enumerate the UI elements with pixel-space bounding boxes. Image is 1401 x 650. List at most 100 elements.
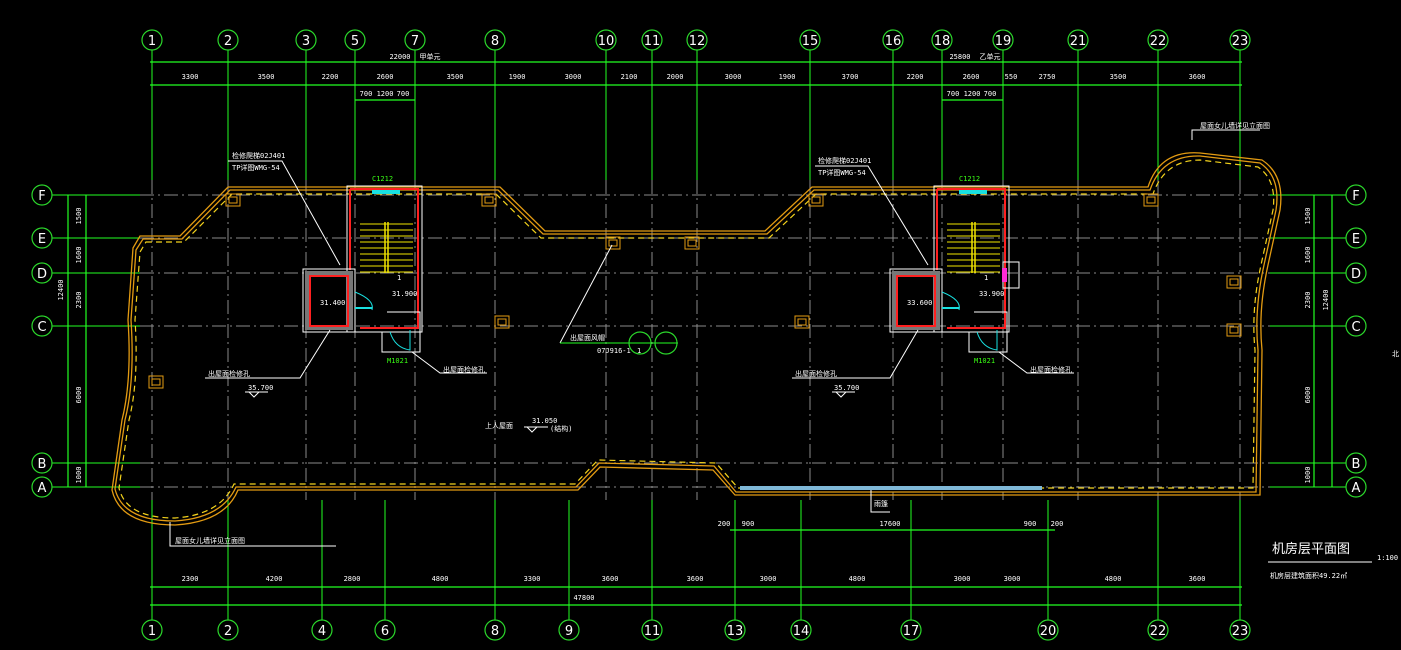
- dim-right-segment: 1600: [1304, 247, 1312, 264]
- grid-bottom-11-bubble: [641, 619, 663, 641]
- drawing-title: 机房层平面图: [1272, 541, 1350, 557]
- grid-right-A-bubble: [1345, 476, 1367, 498]
- grid-top-2-label: 2: [224, 34, 232, 49]
- dim-bottom-total: 47800: [573, 594, 594, 602]
- grid-top-21-label: 21: [1070, 34, 1087, 49]
- dim-top-segment: 1900: [509, 73, 526, 81]
- grid-top-7-bubble: [404, 29, 426, 51]
- grid-bottom-1-bubble: [141, 619, 163, 641]
- door-swing-icon: [354, 291, 373, 311]
- roof-hatch-note-left: 出屋面检修孔: [208, 369, 250, 378]
- roof-drain-icon: [148, 375, 164, 389]
- dim-canopy: 17600: [879, 520, 900, 528]
- building-outline: [111, 152, 1282, 526]
- roof-drain-icon: [1226, 275, 1242, 289]
- grid-top-11-bubble: [641, 29, 663, 51]
- dim-top-segment: 3500: [447, 73, 464, 81]
- dim-stair-left: 700: [360, 90, 373, 98]
- grid-top-11-label: 11: [644, 34, 661, 49]
- roof-drain-icon: [605, 236, 621, 250]
- grid-right-D-bubble: [1345, 262, 1367, 284]
- dim-top-segment: 3600: [1189, 73, 1206, 81]
- grid-bottom-14-label: 14: [793, 624, 810, 639]
- grid-right-B-label: B: [1352, 457, 1361, 472]
- grid-right-A-label: A: [1352, 481, 1361, 496]
- canopy-glass: [740, 486, 1042, 490]
- dim-stair-right: 700: [984, 90, 997, 98]
- elev-level-right: 33.600: [907, 299, 932, 307]
- grid-top-1-bubble: [141, 29, 163, 51]
- dim-right-total: 12400: [1322, 289, 1330, 310]
- dim-right-segment: 2300: [1304, 292, 1312, 309]
- stair-level-right: 33.900: [979, 290, 1004, 298]
- door-swing-icon: [389, 330, 411, 351]
- grid-top-19-label: 19: [995, 34, 1012, 49]
- grid-left-B-bubble: [31, 452, 53, 474]
- dim-unit-b: 25800: [949, 53, 970, 61]
- dim-top-segment: 550: [1005, 73, 1018, 81]
- stair-core-left: C1212 M1021 31.400 31.900 1 检修爬梯02J401 T…: [205, 151, 487, 398]
- dim-left-segment: 6000: [75, 387, 83, 404]
- grid-top-22-bubble: [1147, 29, 1169, 51]
- grid-top-16-bubble: [882, 29, 904, 51]
- grid-bottom-23-label: 23: [1232, 624, 1249, 639]
- grid-left-B-label: B: [38, 457, 47, 472]
- drawing-scale: 1:100: [1377, 554, 1398, 562]
- door-tag-right: M1021: [974, 357, 995, 365]
- magenta-marker: [1002, 268, 1007, 282]
- vent-note-ref: 07J916-1: [597, 347, 631, 355]
- dim-right-segment: 1000: [1304, 467, 1312, 484]
- grid-bottom-9-label: 9: [565, 624, 573, 639]
- roof-level-right: 35.700: [834, 384, 859, 392]
- dim-right-segment: 1500: [1304, 208, 1312, 225]
- grid-right-D-label: D: [1351, 267, 1361, 282]
- grid-bottom-2-bubble: [217, 619, 239, 641]
- elev-level-left: 31.400: [320, 299, 345, 307]
- grid-left-E-bubble: [31, 227, 53, 249]
- roof-drain-inner: [687, 239, 697, 247]
- grid-left-C-bubble: [31, 315, 53, 337]
- grid-left-D-bubble: [31, 262, 53, 284]
- grid-top-10-bubble: [595, 29, 617, 51]
- grid-top-23-label: 23: [1232, 34, 1249, 49]
- grid-left-C-label: C: [37, 320, 46, 335]
- stair-number-right: 1: [984, 274, 988, 282]
- side-note: 北: [1392, 350, 1399, 358]
- dim-top-segment: 2200: [907, 73, 924, 81]
- dim-unit-b-label: 乙单元: [980, 52, 1001, 61]
- outline-note-top: 屋面女儿墙详见立面图: [1200, 121, 1270, 130]
- grid-left-A-label: A: [38, 481, 47, 496]
- dim-top-segment: 3700: [842, 73, 859, 81]
- grid-right-E-label: E: [1352, 232, 1360, 247]
- door-swing-icon: [941, 291, 960, 311]
- grid-bottom-13-label: 13: [727, 624, 744, 639]
- grid-top-12-bubble: [686, 29, 708, 51]
- detail-bubble-2: [654, 331, 678, 355]
- grid-top-16-label: 16: [885, 34, 902, 49]
- grid-right-C-bubble: [1345, 315, 1367, 337]
- dim-canopy: 200: [1051, 520, 1064, 528]
- dim-bottom-segment: 3000: [760, 575, 777, 583]
- leader-note-right-2: TP详图WMG-54: [818, 168, 866, 177]
- grid-top-23-bubble: [1229, 29, 1251, 51]
- dim-bottom-segment: 4800: [432, 575, 449, 583]
- grid-top-19-bubble: [992, 29, 1014, 51]
- dim-canopy: 900: [742, 520, 755, 528]
- grid-bottom-23-bubble: [1229, 619, 1251, 641]
- grid-top-8-bubble: [484, 29, 506, 51]
- stair-treads: [360, 222, 413, 273]
- dim-bottom-segment: 3600: [1189, 575, 1206, 583]
- window-tag-left: C1212: [372, 175, 393, 183]
- dim-stair-left: 700: [397, 90, 410, 98]
- dim-top-segment: 2000: [667, 73, 684, 81]
- grid-top-3-label: 3: [302, 34, 310, 49]
- grid-top-1-label: 1: [148, 34, 156, 49]
- roof-level-left: 35.700: [248, 384, 273, 392]
- grid-bottom-2-label: 2: [224, 624, 232, 639]
- dim-top-segment: 3500: [258, 73, 275, 81]
- leader-note-right-1: 检修爬梯02J401: [818, 156, 871, 165]
- dim-left-segment: 2300: [75, 292, 83, 309]
- grid-bottom-13-bubble: [724, 619, 746, 641]
